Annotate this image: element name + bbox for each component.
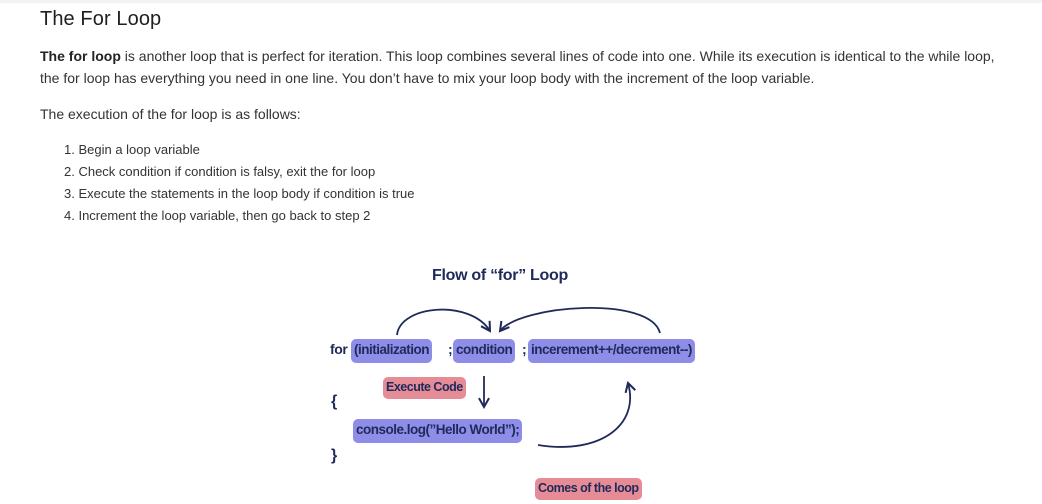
intro-bold-term: The for loop: [40, 48, 121, 64]
section-heading: The For Loop: [40, 8, 162, 30]
intro-paragraph: The for loop is another loop that is per…: [40, 45, 1015, 89]
top-divider: [0, 0, 1042, 3]
list-item: 4. Increment the loop variable, then go …: [64, 208, 371, 223]
loop-body-statement: console.log(”Hello World”);: [353, 419, 523, 443]
init-to-condition-arrow: [396, 308, 492, 336]
list-item: 2. Check condition if condition is falsy…: [64, 164, 376, 179]
semicolon-1: ;: [448, 341, 453, 357]
diagram-title: Flow of “for” Loop: [432, 267, 568, 284]
initialization-chip: (initialization: [351, 339, 432, 363]
close-brace: }: [331, 447, 337, 464]
for-keyword: for: [330, 341, 348, 357]
intro-text: is another loop that is perfect for iter…: [40, 48, 995, 86]
flow-arrows: [396, 307, 661, 448]
increment-to-condition-arrow: [498, 307, 661, 334]
list-item: 3. Execute the statements in the loop bo…: [64, 186, 415, 201]
exit-loop-label: Comes of the loop: [535, 478, 642, 500]
increment-chip: incerement++/decrement--): [528, 339, 695, 363]
execution-intro: The execution of the for loop is as foll…: [40, 106, 301, 122]
semicolon-2: ;: [522, 341, 527, 357]
open-brace: {: [331, 393, 337, 410]
execute-code-label: Execute Code: [383, 377, 466, 399]
for-loop-diagram: Flow of “for” Loop for (initialization ;…: [300, 255, 740, 504]
body-to-increment-arrow: [537, 381, 636, 448]
list-item: 1. Begin a loop variable: [64, 142, 200, 157]
condition-chip: condition: [453, 339, 516, 363]
execution-steps-list: 1. Begin a loop variable 2. Check condit…: [64, 139, 415, 227]
